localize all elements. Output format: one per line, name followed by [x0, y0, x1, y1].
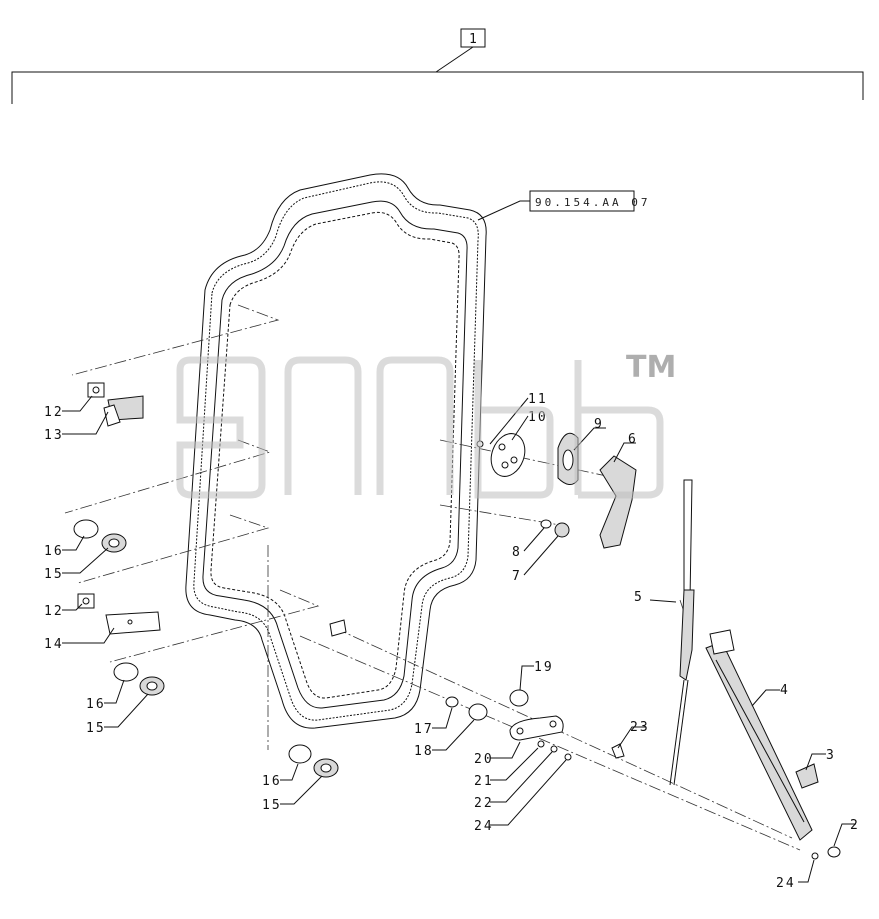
callout-17: 17	[414, 722, 434, 737]
callout-2: 2	[850, 818, 860, 833]
washer-18	[468, 703, 488, 721]
callout-24-linkage: 24	[474, 819, 494, 834]
callout-23: 23	[630, 720, 650, 735]
nut-24a	[564, 753, 572, 761]
callout-6: 6	[628, 432, 638, 447]
nut-24b	[811, 852, 819, 860]
callout-12-upper: 12	[44, 405, 64, 420]
nozzle-3	[795, 763, 819, 789]
callout-16-middle: 16	[86, 697, 106, 712]
callout-10: 10	[528, 410, 548, 425]
callout-8: 8	[512, 545, 522, 560]
callout-4: 4	[780, 683, 790, 698]
callout-16-lower: 16	[262, 774, 282, 789]
callout-16-upper: 16	[44, 544, 64, 559]
callout-24-wiper: 24	[776, 876, 796, 891]
hinge-14	[105, 611, 161, 635]
escutcheon-10	[490, 433, 526, 477]
linkage-group	[329, 619, 625, 761]
washer-22	[550, 745, 558, 753]
callout-9: 9	[594, 417, 604, 432]
callout-13: 13	[44, 428, 64, 443]
bushing-17	[445, 696, 459, 708]
washer-16-lower	[288, 744, 312, 764]
cap-2	[827, 846, 841, 858]
callout-leaders	[62, 395, 856, 883]
washer-21	[537, 740, 545, 748]
callout-18: 18	[414, 744, 434, 759]
callout-11: 11	[528, 392, 548, 407]
washers-upper	[73, 519, 127, 553]
clip-23	[611, 743, 625, 759]
washers-middle	[113, 662, 165, 696]
callout-5: 5	[634, 590, 644, 605]
hinge-lower	[77, 593, 161, 635]
callout-20: 20	[474, 752, 494, 767]
callout-21: 21	[474, 774, 494, 789]
washer-7	[554, 522, 570, 538]
callout-22: 22	[474, 796, 494, 811]
callout-15-lower: 15	[262, 798, 282, 813]
handle-group	[476, 432, 637, 549]
hinge-upper	[87, 382, 144, 427]
watermark-logo: TM	[176, 350, 676, 499]
callout-12-lower: 12	[44, 604, 64, 619]
callout-3: 3	[826, 748, 836, 763]
washer-16-upper	[73, 519, 99, 539]
callout-14: 14	[44, 637, 64, 652]
callout-15-middle: 15	[86, 721, 106, 736]
leader-lines	[64, 304, 801, 851]
wiper-group	[669, 479, 841, 860]
callout-19: 19	[534, 660, 554, 675]
callout-numbers: 12 13 11 10 9 6 16 15 8 7 12 14 5 4 16 1…	[44, 392, 860, 891]
callout-7: 7	[512, 569, 522, 584]
watermark-mark: TM	[626, 350, 676, 385]
assembly-bracket: 1	[11, 28, 864, 104]
screw-8	[540, 519, 552, 529]
washer-16-middle	[113, 662, 139, 682]
plate-20	[509, 715, 564, 741]
door-frame	[185, 173, 487, 729]
stud	[329, 619, 347, 637]
assembly-label: 1	[469, 32, 479, 47]
washer-19	[509, 689, 529, 707]
reference-tag: 90.154.AA 07	[477, 190, 650, 221]
callout-15-upper: 15	[44, 567, 64, 582]
washers-lower	[288, 744, 339, 778]
reference-label: 90.154.AA 07	[535, 196, 650, 209]
handle-6	[599, 455, 637, 549]
